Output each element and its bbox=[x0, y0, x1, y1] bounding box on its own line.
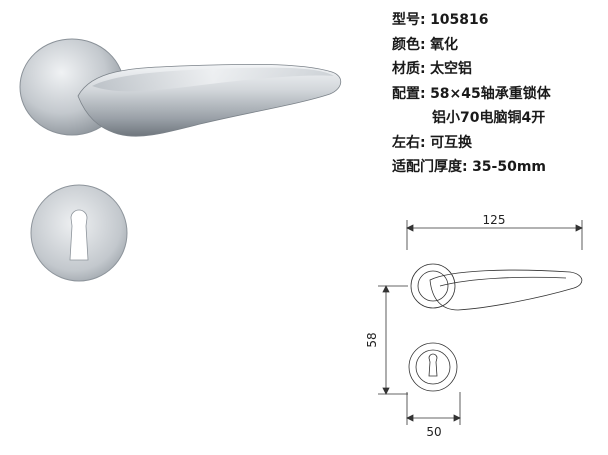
spec-door-label: 适配门厚度: bbox=[392, 159, 468, 175]
spec-door-value: 35-50mm bbox=[472, 159, 547, 175]
spec-material: 材质: 太空铝 bbox=[392, 57, 604, 82]
spec-color: 颜色: 氧化 bbox=[392, 33, 604, 58]
keyhole-icon bbox=[69, 209, 89, 261]
spec-color-label: 颜色: bbox=[392, 36, 426, 53]
spec-model: 型号: 105816 bbox=[392, 8, 604, 33]
product-illustration bbox=[19, 38, 342, 282]
spec-material-value: 太空铝 bbox=[430, 61, 473, 77]
spec-config-label: 配置: bbox=[392, 85, 426, 102]
spec-color-value: 氧化 bbox=[430, 36, 459, 53]
dim-width-label: 125 bbox=[483, 213, 506, 227]
spec-config-continuation: 铝小70电脑铜4开 bbox=[392, 106, 604, 131]
spec-config-value-1: 58×45轴承重锁体 bbox=[430, 85, 551, 102]
dim-height-label: 58 bbox=[365, 332, 379, 347]
dimension-drawing: 125 58 50 bbox=[365, 213, 583, 439]
dim-rosette-label: 50 bbox=[426, 425, 441, 439]
spec-config-value-2: 铝小70电脑铜4开 bbox=[432, 110, 546, 126]
spec-config: 配置: 58×45轴承重锁体 bbox=[392, 82, 604, 107]
escutcheon-plate bbox=[30, 184, 128, 282]
spec-handing-label: 左右: bbox=[392, 134, 426, 151]
spec-list: 型号: 105816 颜色: 氧化 材质: 太空铝 配置: 58×45轴承重锁体… bbox=[392, 8, 604, 180]
spec-model-value: 105816 bbox=[430, 12, 489, 28]
spec-door-thickness: 适配门厚度: 35-50mm bbox=[392, 155, 604, 180]
lever-handle bbox=[77, 63, 342, 137]
spec-handing-value: 可互换 bbox=[430, 134, 473, 151]
spec-handing: 左右: 可互换 bbox=[392, 131, 604, 156]
spec-material-label: 材质: bbox=[392, 61, 426, 77]
spec-model-label: 型号: bbox=[392, 12, 426, 28]
